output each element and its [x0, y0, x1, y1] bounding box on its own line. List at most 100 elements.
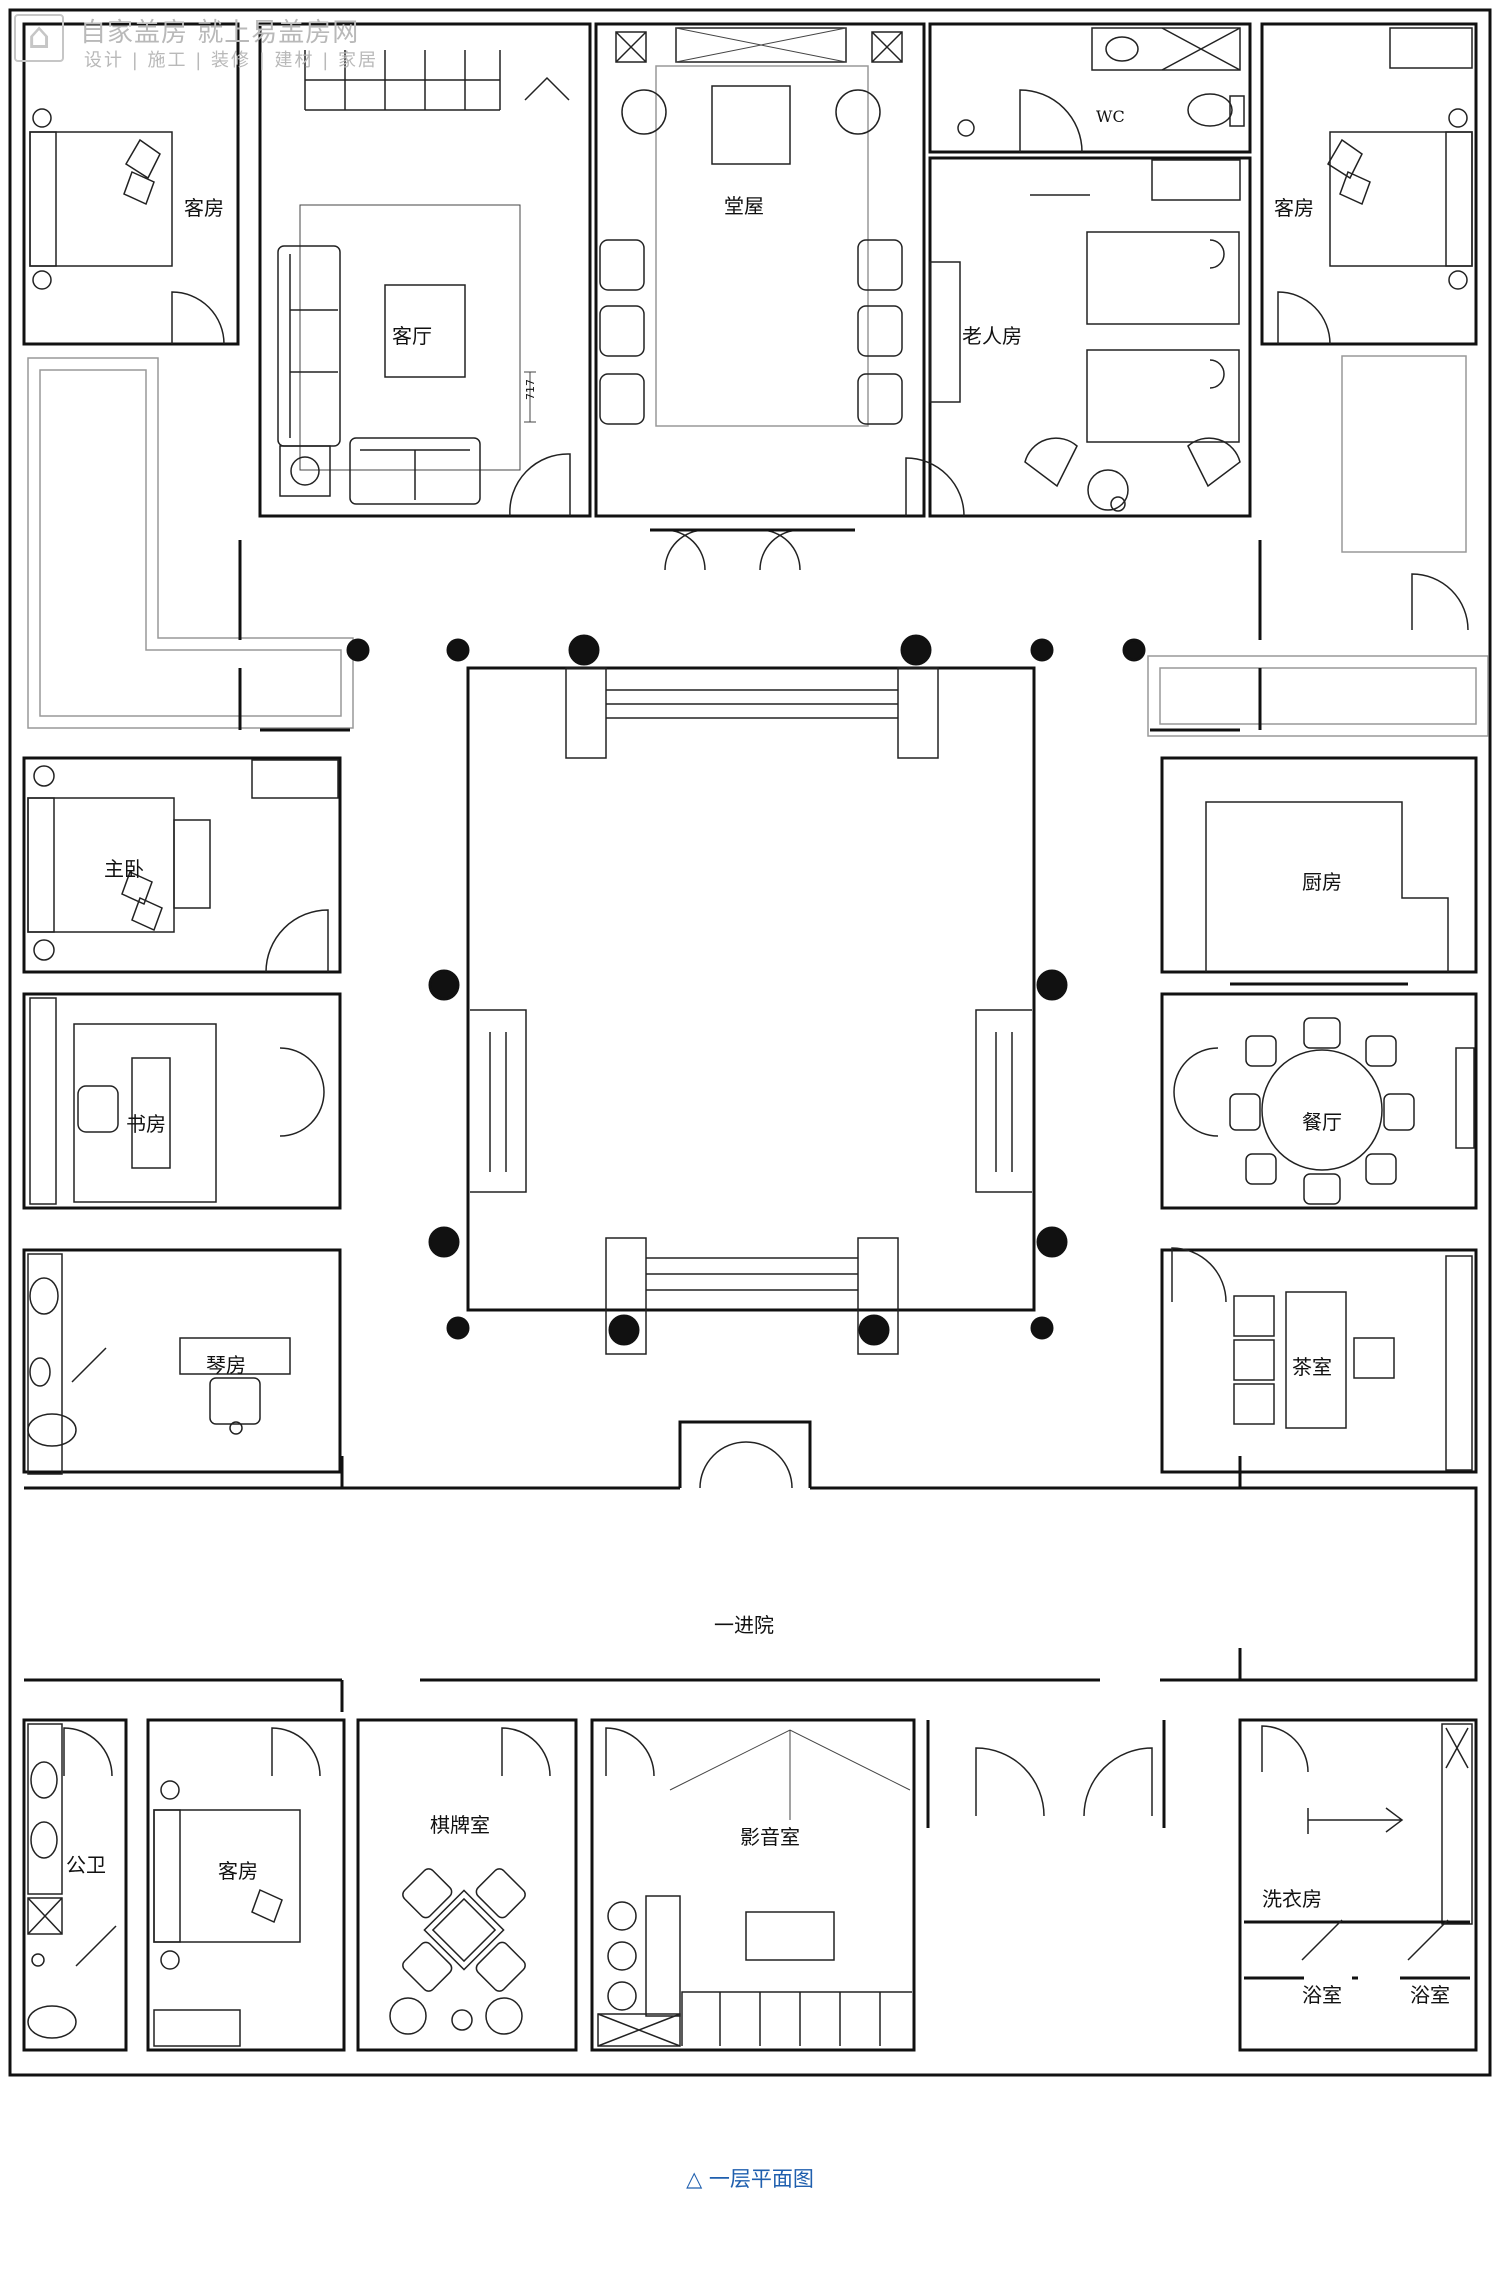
lamp-icon — [32, 108, 52, 128]
bed-headboard — [1445, 131, 1473, 267]
round-table — [1261, 1049, 1383, 1171]
kitchen-counter — [1205, 801, 1449, 972]
room-label-laundry-room: 洗衣房 — [1262, 1887, 1322, 1911]
partition-door — [75, 1925, 117, 1967]
guest-room-nw-walls — [22, 22, 240, 346]
bed — [27, 797, 175, 933]
sink-icon — [1105, 36, 1139, 62]
dimension-label: 717 — [524, 379, 537, 400]
column — [446, 1316, 470, 1340]
south-entry — [678, 1420, 812, 1488]
rug — [73, 1023, 217, 1203]
dresser — [251, 759, 339, 799]
urinal-icon — [29, 1357, 51, 1387]
staircase — [304, 50, 501, 111]
shower-head-icon — [957, 119, 975, 137]
lamp-icon — [160, 1950, 180, 1970]
bed-headboard — [153, 1809, 181, 1943]
vanity — [1091, 27, 1241, 71]
room-label-home-theater: 影音室 — [740, 1825, 800, 1849]
stool-icon — [485, 1997, 523, 2035]
shelf — [1441, 1723, 1473, 1925]
door-swing — [1411, 573, 1469, 631]
toilet-icon — [1187, 93, 1233, 127]
lamp-icon — [229, 1421, 243, 1435]
door-swing — [1261, 1725, 1309, 1773]
column — [900, 634, 932, 666]
kitchen-walls — [1160, 756, 1478, 974]
first-courtyard-walls — [24, 1456, 1478, 1712]
gate-posts — [926, 1720, 1166, 1828]
column — [1030, 1316, 1054, 1340]
seat — [1233, 1383, 1275, 1425]
pillow-icon — [251, 1888, 283, 1924]
door-swing — [271, 1727, 321, 1777]
door-swing — [1171, 1247, 1227, 1303]
pillow-icon — [121, 870, 163, 932]
central-table — [711, 85, 791, 165]
cabinet-cross — [597, 2013, 681, 2047]
room-label-living-room: 客厅 — [392, 324, 432, 348]
steps-east — [975, 1009, 1032, 1193]
toilet-tank — [1229, 95, 1245, 127]
piano-stool — [209, 1377, 261, 1425]
seat — [1233, 1295, 1275, 1337]
step-post — [897, 667, 939, 759]
room-label-main-hall: 堂屋 — [724, 194, 764, 218]
column — [1036, 1226, 1068, 1258]
lamp-icon — [32, 270, 52, 290]
column — [1036, 969, 1068, 1001]
lamp-icon — [290, 456, 320, 486]
room-label-dining-room: 餐厅 — [1302, 1110, 1342, 1134]
bed-headboard — [29, 131, 57, 267]
cabinet-cross — [27, 1897, 63, 1935]
central-courtyard — [238, 540, 1262, 1489]
dresser — [1389, 27, 1473, 69]
step-post — [605, 1237, 647, 1355]
seat — [607, 1981, 637, 2011]
dimension-line — [524, 371, 536, 423]
stair-arrow — [524, 76, 570, 101]
room-label-bathroom-1: 浴室 — [1302, 1983, 1342, 2007]
door-swing — [1277, 291, 1331, 345]
column — [1030, 638, 1054, 662]
sofa-cushions — [289, 254, 338, 438]
cabinet-box — [27, 1897, 63, 1935]
shelf — [1445, 1255, 1473, 1471]
loveseat — [349, 437, 481, 505]
toilet-icon — [27, 2005, 77, 2039]
public-toilet-walls — [22, 1718, 128, 2052]
planter — [1341, 355, 1467, 553]
outer-wall — [8, 8, 1492, 2077]
altar-table-cross — [675, 27, 847, 63]
desk — [131, 1057, 171, 1169]
side-table — [279, 445, 331, 497]
steps — [606, 689, 898, 719]
room-label-public-toilet: 公卫 — [66, 1853, 106, 1877]
door-swing — [501, 1727, 551, 1777]
room-label-tea-room: 茶室 — [1292, 1355, 1332, 1379]
lamp-icon — [1448, 270, 1468, 290]
bath-partition — [1244, 1920, 1470, 1980]
planter — [27, 357, 354, 729]
sliding-door — [1301, 1919, 1449, 1961]
speaker-stand — [645, 1895, 681, 2017]
lamp-icon — [160, 1780, 180, 1800]
step-post — [857, 1237, 899, 1355]
door-swing — [509, 453, 571, 517]
bed-headboard — [27, 797, 55, 933]
toilet-icon — [27, 1413, 77, 1447]
column — [608, 1314, 640, 1346]
laundry-arrow — [1307, 1807, 1404, 1834]
tv-cabinet — [745, 1911, 835, 1961]
room-label-study: 书房 — [126, 1112, 166, 1136]
seat — [607, 1941, 637, 1971]
door-swing — [171, 291, 225, 345]
sideboard — [1455, 1047, 1475, 1149]
guest-room-ne-walls — [1260, 22, 1478, 346]
sink-icon — [29, 1277, 59, 1315]
bed — [1086, 231, 1240, 325]
room-label-guest-room-ne: 客房 — [1274, 196, 1314, 220]
seat — [1233, 1339, 1275, 1381]
